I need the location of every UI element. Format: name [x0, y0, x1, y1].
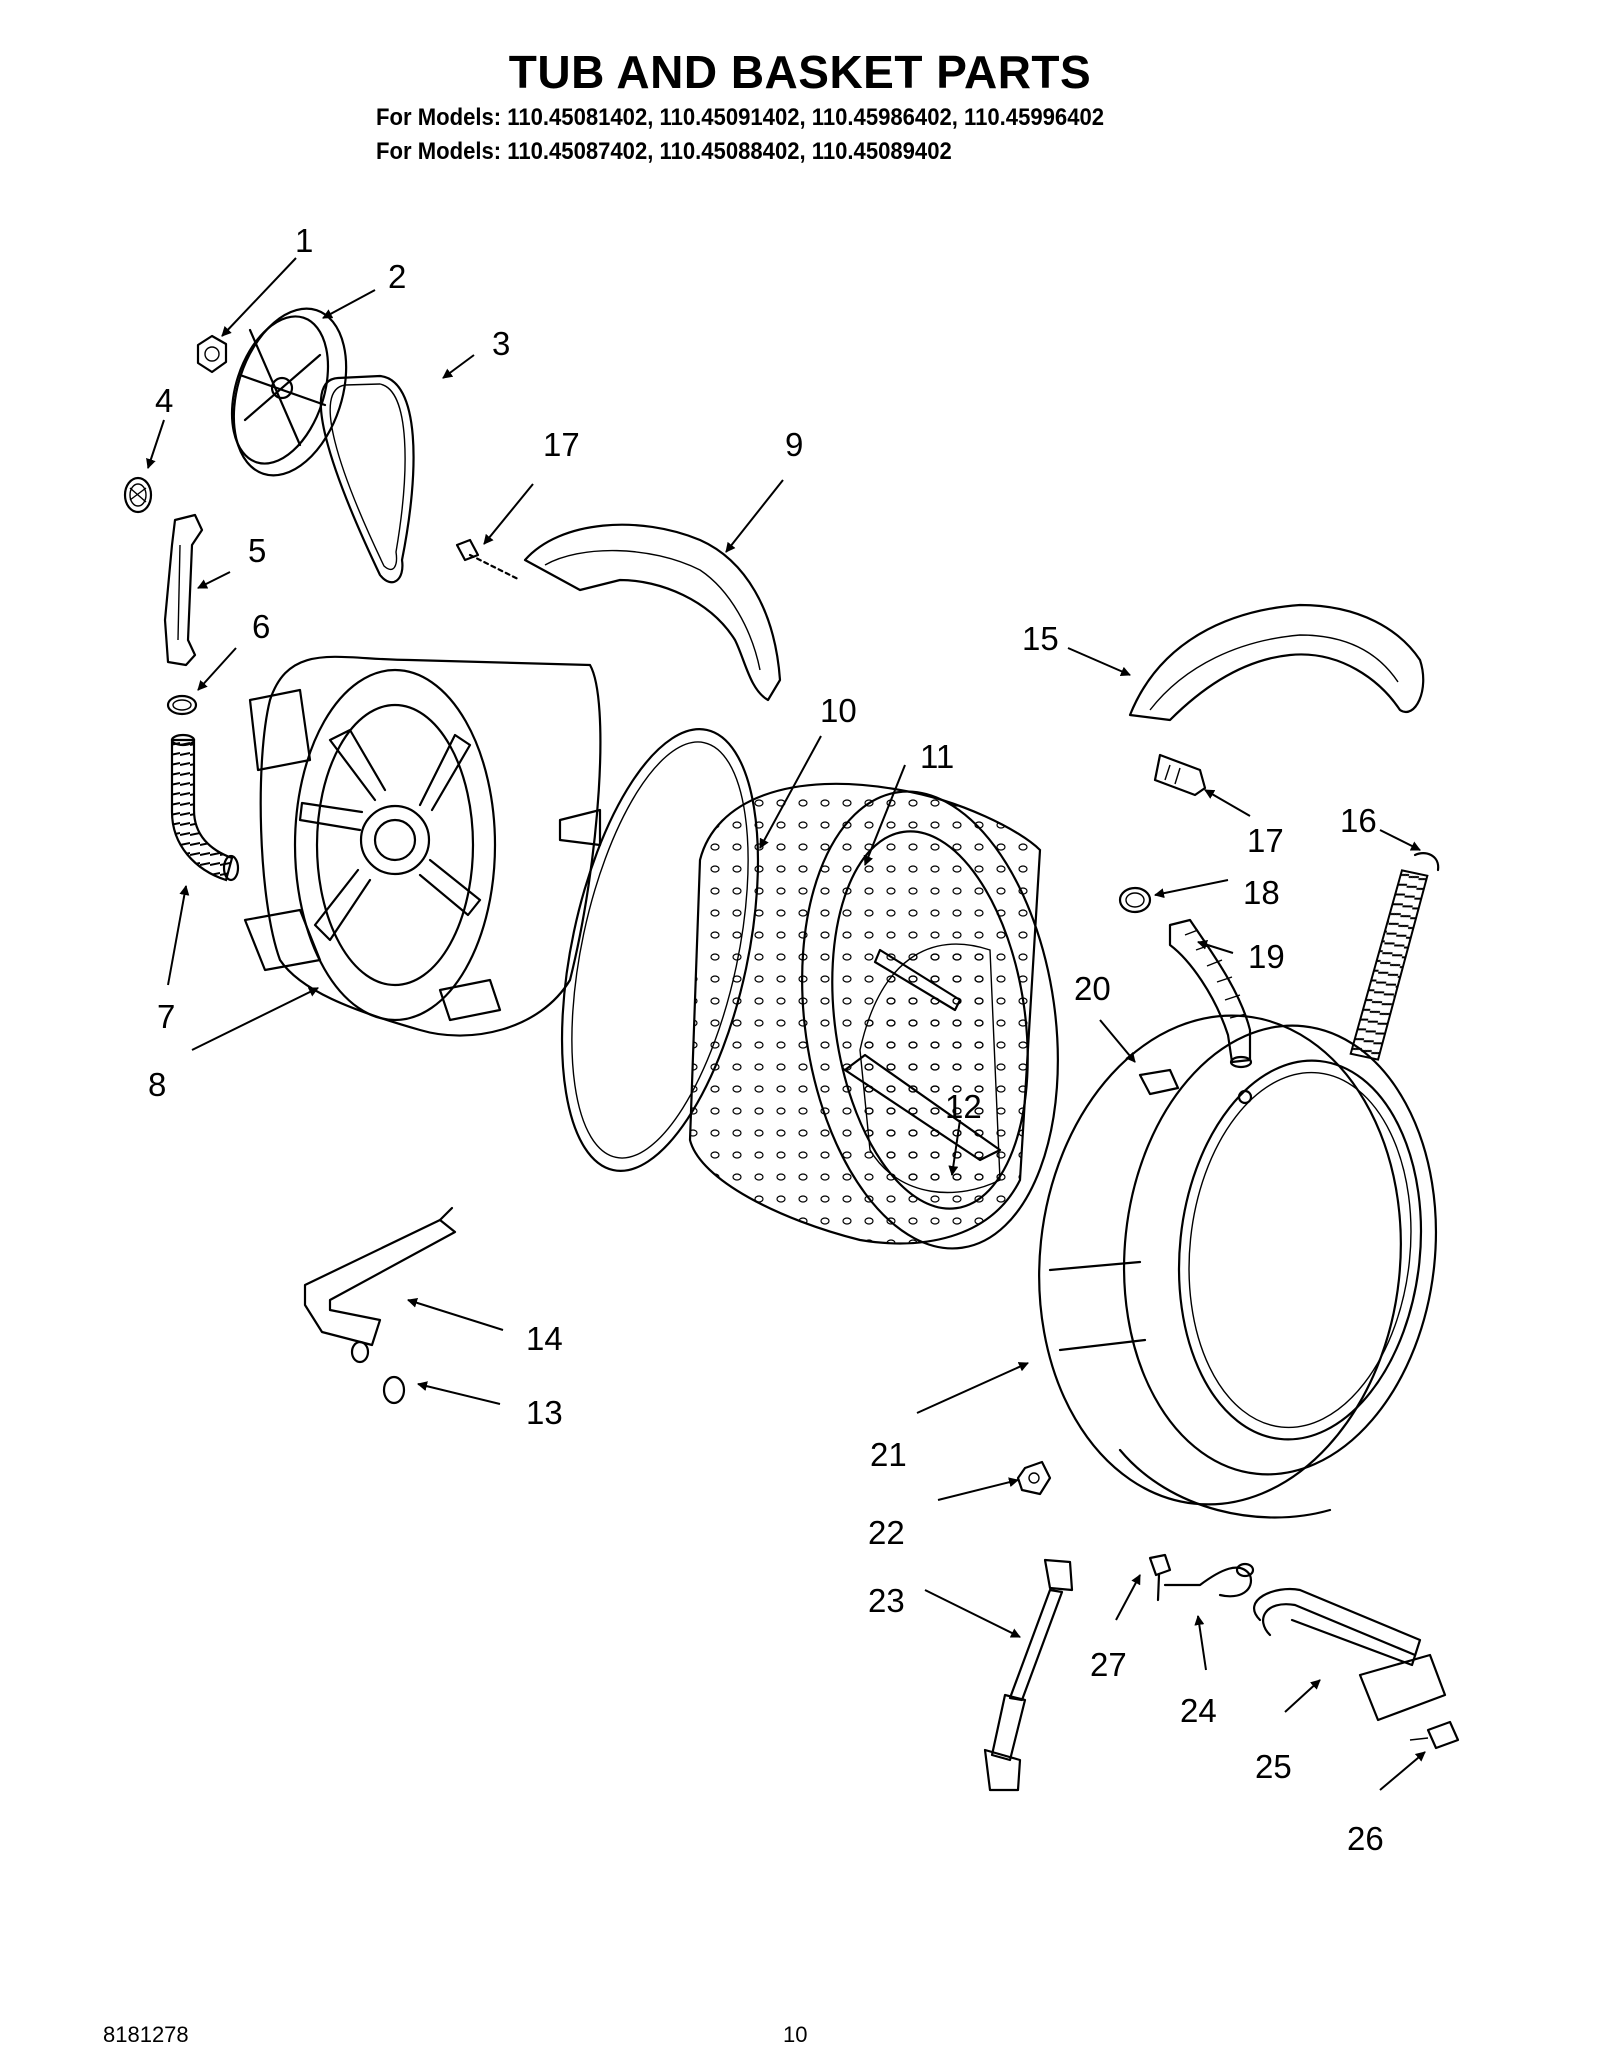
document-number: 8181278: [103, 2022, 189, 2047]
filter-part-4: [123, 476, 153, 514]
callout-22: 22: [868, 1514, 905, 1551]
callout-3: 3: [492, 325, 510, 362]
screw-part-17-upper: [455, 538, 522, 582]
callout-18: 18: [1243, 874, 1280, 911]
duct-part-15: [1128, 603, 1425, 722]
nut-part-1: [196, 334, 228, 374]
models-line-2: For Models: 110.45087402, 110.45088402, …: [376, 138, 952, 165]
callout-numbers: 1 2 3 4 5 6 7 8 9 17 15 17 10 11 12 16 1…: [148, 222, 1384, 1857]
callout-5: 5: [248, 532, 266, 569]
bellows-hose-part-19: [1168, 918, 1253, 1069]
callout-23: 23: [868, 1582, 905, 1619]
callout-19: 19: [1248, 938, 1285, 975]
callout-21: 21: [870, 1436, 907, 1473]
callout-8: 8: [148, 1066, 166, 1103]
callout-12: 12: [945, 1088, 982, 1125]
vent-hose-part-16: [1349, 852, 1440, 1061]
callout-7: 7: [157, 998, 175, 1035]
duct-part-9: [523, 523, 782, 702]
rear-tub-part-8: [243, 655, 602, 1037]
callout-24: 24: [1180, 1692, 1217, 1729]
callout-13: 13: [526, 1394, 563, 1431]
callout-10: 10: [820, 692, 857, 729]
callout-20: 20: [1074, 970, 1111, 1007]
callout-2: 2: [388, 258, 406, 295]
callout-1: 1: [295, 222, 313, 259]
callout-25: 25: [1255, 1748, 1292, 1785]
drain-hose-part-7: [170, 733, 240, 882]
screw-part-27: [1148, 1553, 1172, 1602]
screw-part-17-lower: [1153, 753, 1207, 797]
damper-part-23: [983, 1558, 1074, 1792]
page-number: 10: [783, 2022, 808, 2047]
clamp-part-6: [166, 694, 198, 716]
basket-part-11: [688, 782, 1059, 1250]
lever-part-14: [303, 1206, 457, 1364]
sensor-part-24: [1163, 1562, 1255, 1598]
page-title: TUB AND BASKET PARTS: [508, 46, 1092, 98]
leader-lines: [146, 257, 1426, 1791]
pulley-part-2: [230, 307, 348, 477]
callout-26: 26: [1347, 1820, 1384, 1857]
callout-9: 9: [785, 426, 803, 463]
connector-part-26: [1409, 1720, 1460, 1750]
models-line-1: For Models: 110.45081402, 110.45091402, …: [376, 104, 1105, 131]
front-tub-part-21: [1038, 1014, 1438, 1519]
drive-belt-part-3: [319, 374, 415, 584]
hose-bracket-part-5: [163, 513, 204, 667]
gasket-part-22: [1016, 1460, 1052, 1496]
heater-part-25: [1253, 1587, 1447, 1722]
callout-15: 15: [1022, 620, 1059, 657]
clamp-part-18: [1118, 886, 1152, 914]
o-ring-part-13: [382, 1375, 406, 1405]
callout-6: 6: [252, 608, 270, 645]
callout-14: 14: [526, 1320, 563, 1357]
callout-17-lower: 17: [1247, 822, 1284, 859]
clip-part-20: [1138, 1068, 1180, 1096]
callout-4: 4: [155, 382, 173, 419]
callout-17-upper: 17: [543, 426, 580, 463]
callout-16: 16: [1340, 802, 1377, 839]
callout-27: 27: [1090, 1646, 1127, 1683]
callout-11: 11: [920, 738, 954, 775]
